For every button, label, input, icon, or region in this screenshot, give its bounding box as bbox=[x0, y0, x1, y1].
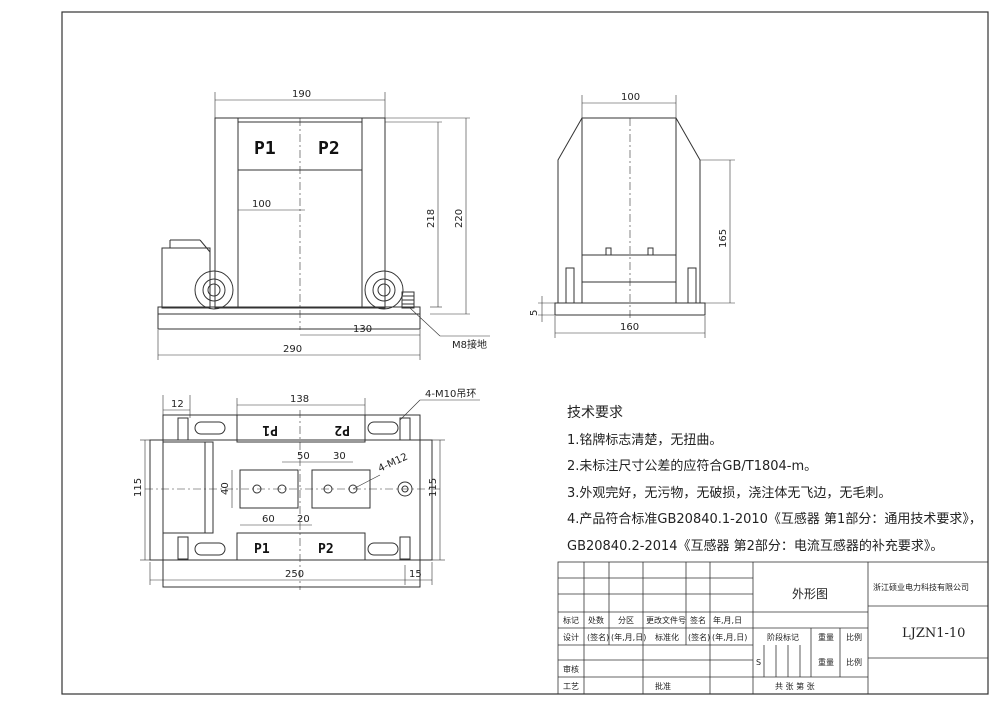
sheet-border bbox=[61, 11, 989, 695]
tb-weight-2: 重量 bbox=[818, 657, 834, 667]
front-dim-190: 190 bbox=[292, 89, 311, 100]
front-ground-label: M8接地 bbox=[452, 338, 487, 351]
tb-col-count: 处数 bbox=[588, 615, 604, 625]
requirement-item: GB20840.2-2014《互感器 第2部分：电流互感器的补充要求》。 bbox=[567, 538, 943, 554]
drawing-name: 外形图 bbox=[792, 587, 828, 601]
top-dim-hole-label: 4-M10吊环 bbox=[425, 388, 476, 400]
tb-col-sign: 签名 bbox=[690, 615, 706, 625]
top-dim-20: 20 bbox=[297, 514, 310, 525]
tb-col-change-doc: 更改文件号 bbox=[646, 615, 686, 625]
top-p2-label: P2 bbox=[318, 542, 334, 557]
model-number: LJZN1-10 bbox=[902, 626, 965, 641]
tb-design: 设计 bbox=[563, 632, 579, 642]
tb-scale: 比例 bbox=[846, 632, 862, 642]
front-view bbox=[157, 117, 421, 330]
top-dim-12: 12 bbox=[171, 399, 184, 410]
top-p1-label: P1 bbox=[254, 542, 270, 557]
tb-col-zone: 分区 bbox=[618, 616, 634, 625]
tb-process: 工艺 bbox=[563, 682, 579, 691]
top-dim-115-right: 115 bbox=[428, 478, 439, 497]
side-main-body bbox=[557, 117, 701, 304]
front-base-plate bbox=[157, 306, 421, 330]
requirement-item: 1.铭牌标志清楚，无扭曲。 bbox=[567, 432, 722, 448]
tb-weight: 重量 bbox=[818, 632, 834, 642]
tb-standard-date: (年,月,日) bbox=[712, 632, 747, 642]
tb-sheets: 共 张 第 张 bbox=[775, 681, 815, 691]
top-p2-label-flipped: P2 bbox=[334, 422, 350, 437]
tb-col-mark: 标记 bbox=[563, 615, 579, 625]
side-dim-165: 165 bbox=[718, 229, 729, 248]
top-dim-30: 30 bbox=[333, 451, 346, 462]
side-view bbox=[554, 117, 706, 320]
tb-review: 审核 bbox=[563, 664, 579, 674]
requirements-title: 技术要求 bbox=[567, 405, 623, 421]
side-dim-5: 5 bbox=[529, 310, 540, 316]
side-dimensions bbox=[538, 95, 735, 338]
front-p1-label: P1 bbox=[254, 138, 276, 159]
company-name: 浙江硕业电力科技有限公司 bbox=[873, 582, 969, 592]
tb-s-mark: S bbox=[756, 658, 761, 667]
requirement-item: 3.外观完好，无污物，无破损，浇注体无飞边，无毛刺。 bbox=[567, 486, 891, 501]
front-terminal-box bbox=[161, 247, 211, 309]
tb-approve: 批准 bbox=[655, 681, 671, 691]
side-dim-100: 100 bbox=[621, 92, 640, 103]
top-dim-250: 250 bbox=[285, 569, 304, 580]
front-dim-130: 130 bbox=[353, 324, 372, 335]
top-view bbox=[145, 410, 440, 590]
top-dim-50: 50 bbox=[297, 451, 310, 462]
title-block bbox=[557, 561, 989, 695]
requirement-item: 2.未标注尺寸公差的应符合GB/T1804-m。 bbox=[567, 458, 817, 474]
tb-standard-sign: (签名) bbox=[688, 632, 710, 642]
tb-design-date: (年,月,日) bbox=[611, 632, 646, 642]
top-dimensions bbox=[140, 395, 480, 585]
tb-stage-mark: 阶段标记 bbox=[767, 632, 799, 642]
front-dimensions bbox=[157, 92, 490, 360]
front-dim-218: 218 bbox=[426, 209, 437, 228]
top-dim-115-left: 115 bbox=[133, 478, 144, 497]
top-dim-60: 60 bbox=[262, 514, 275, 525]
front-dim-100: 100 bbox=[252, 199, 271, 210]
tb-design-sign: (签名) bbox=[587, 632, 609, 642]
top-p1-terminal bbox=[239, 469, 299, 509]
side-dim-160: 160 bbox=[620, 322, 639, 333]
top-dim-m12: 4-M12 bbox=[377, 452, 410, 475]
top-p1-label-flipped: P1 bbox=[262, 422, 278, 437]
top-dim-138: 138 bbox=[290, 394, 309, 405]
tb-scale-2: 比例 bbox=[846, 657, 862, 667]
top-dim-15: 15 bbox=[409, 569, 422, 580]
front-dim-290: 290 bbox=[283, 344, 302, 355]
top-dim-40: 40 bbox=[220, 482, 231, 495]
front-p2-label: P2 bbox=[318, 138, 340, 159]
tb-standard: 标准化 bbox=[655, 632, 679, 642]
tb-col-date: 年,月,日 bbox=[713, 615, 742, 625]
requirement-item: 4.产品符合标准GB20840.1-2010《互感器 第1部分：通用技术要求》， bbox=[567, 511, 982, 527]
front-dim-220: 220 bbox=[454, 209, 465, 228]
